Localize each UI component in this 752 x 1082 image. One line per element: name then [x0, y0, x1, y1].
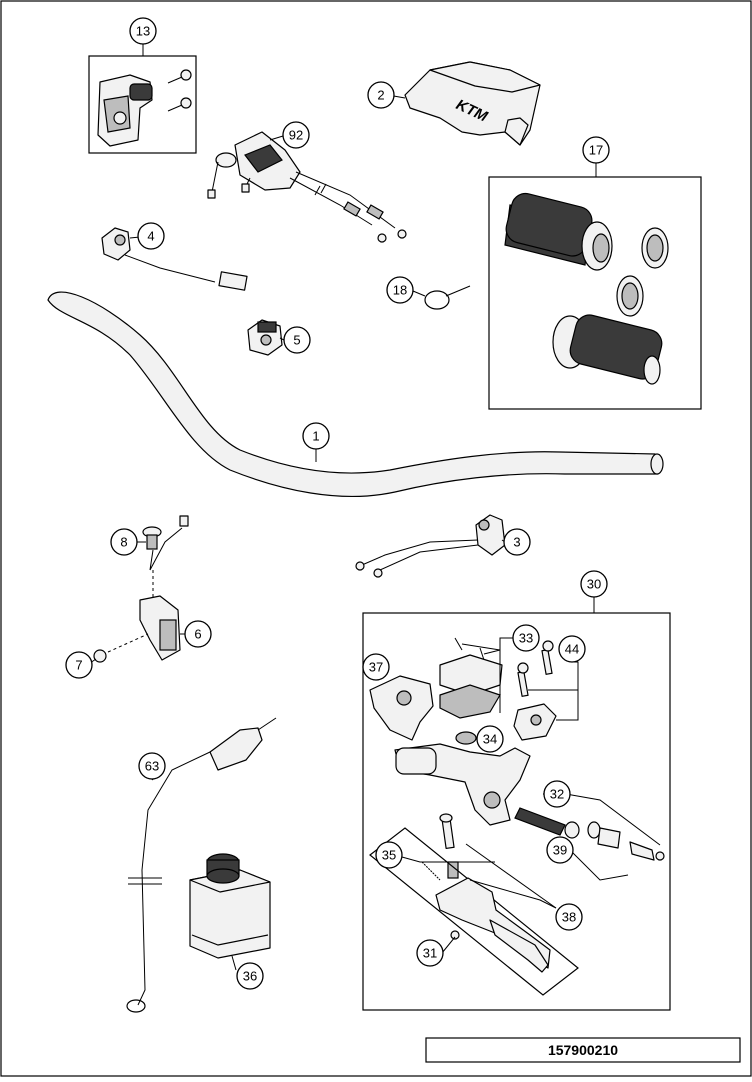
callout-3: 3 [503, 528, 531, 556]
grip-ring [616, 275, 644, 317]
callout-37: 37 [362, 653, 390, 681]
screw-icon [167, 69, 192, 84]
callout-38: 38 [555, 903, 583, 931]
master-cylinder-body [394, 743, 531, 826]
part-13-switch-group [88, 55, 197, 154]
grip-left [504, 192, 613, 271]
part-35-spring [421, 861, 441, 881]
svg-text:4: 4 [147, 229, 154, 244]
part-17-frame [488, 176, 702, 410]
svg-text:17: 17 [589, 143, 603, 158]
callout-7: 7 [65, 651, 93, 679]
part-63-brake-line [126, 717, 277, 1013]
part-7-screw [93, 649, 107, 663]
svg-text:63: 63 [145, 759, 159, 774]
part-92-throttle-assembly [207, 131, 407, 243]
svg-text:36: 36 [243, 969, 257, 984]
svg-text:33: 33 [519, 631, 533, 646]
part-2-handlebar-pad: KTM [404, 61, 541, 146]
callout-35: 35 [375, 841, 403, 869]
callout-33: 33 [512, 624, 540, 652]
part-39-adjuster [587, 821, 665, 861]
part-6-bracket [139, 595, 181, 661]
callout-44: 44 [558, 635, 586, 663]
part-18-cable-tie [424, 285, 471, 310]
svg-text:92: 92 [289, 128, 303, 143]
callout-30: 30 [580, 570, 608, 598]
part-8-sensor [142, 515, 189, 571]
callout-17: 17 [582, 136, 610, 164]
svg-text:8: 8 [120, 535, 127, 550]
callout-5: 5 [283, 326, 311, 354]
svg-text:34: 34 [483, 732, 497, 747]
part-44-clamp-screws [513, 640, 557, 741]
svg-text:1: 1 [312, 429, 319, 444]
svg-text:39: 39 [553, 843, 567, 858]
part-36-fluid-bottle [189, 853, 271, 959]
part-34-membrane [455, 731, 477, 745]
svg-text:7: 7 [75, 658, 82, 673]
callout-63: 63 [138, 752, 166, 780]
part-1-handlebar [47, 291, 664, 497]
svg-text:5: 5 [293, 333, 300, 348]
part-37-clamp-cover [369, 675, 434, 741]
part-5-switch [247, 319, 283, 356]
callout-8: 8 [110, 528, 138, 556]
part-33-reservoir-cap [439, 637, 503, 719]
grip-ring [641, 227, 669, 269]
leader-lines [89, 44, 661, 971]
part-17-grips-group [488, 176, 702, 410]
part-38-lever-pin [439, 813, 459, 879]
svg-text:2: 2 [377, 88, 384, 103]
callout-32: 32 [543, 780, 571, 808]
svg-text:38: 38 [562, 910, 576, 925]
callout-6: 6 [184, 620, 212, 648]
svg-text:44: 44 [565, 642, 579, 657]
svg-text:35: 35 [382, 848, 396, 863]
svg-text:30: 30 [587, 577, 601, 592]
svg-text:6: 6 [194, 627, 201, 642]
callout-39: 39 [546, 836, 574, 864]
drawing-code: 157900210 [548, 1042, 618, 1058]
part-32-piston [514, 807, 580, 839]
svg-text:13: 13 [136, 24, 150, 39]
callout-1: 1 [302, 422, 330, 450]
callout-4: 4 [137, 222, 165, 250]
drawing-code-box: 157900210 [425, 1037, 741, 1063]
svg-text:37: 37 [369, 660, 383, 675]
part-31-lever [369, 827, 579, 996]
part-30-master-cylinder-group [362, 612, 671, 1011]
callout-2: 2 [367, 81, 395, 109]
callout-92: 92 [282, 121, 310, 149]
svg-text:31: 31 [423, 946, 437, 961]
screw-icon [167, 97, 192, 112]
grip-right [552, 314, 663, 385]
callout-31: 31 [416, 939, 444, 967]
callout-36: 36 [236, 962, 264, 990]
part-30-frame [362, 612, 671, 1011]
callout-13: 13 [129, 17, 157, 45]
part-3-switch [355, 514, 506, 578]
callout-18: 18 [386, 276, 414, 304]
svg-text:18: 18 [393, 283, 407, 298]
callout-34: 34 [476, 725, 504, 753]
svg-text:3: 3 [513, 535, 520, 550]
part-4-stop-switch [101, 227, 248, 291]
svg-text:32: 32 [550, 787, 564, 802]
